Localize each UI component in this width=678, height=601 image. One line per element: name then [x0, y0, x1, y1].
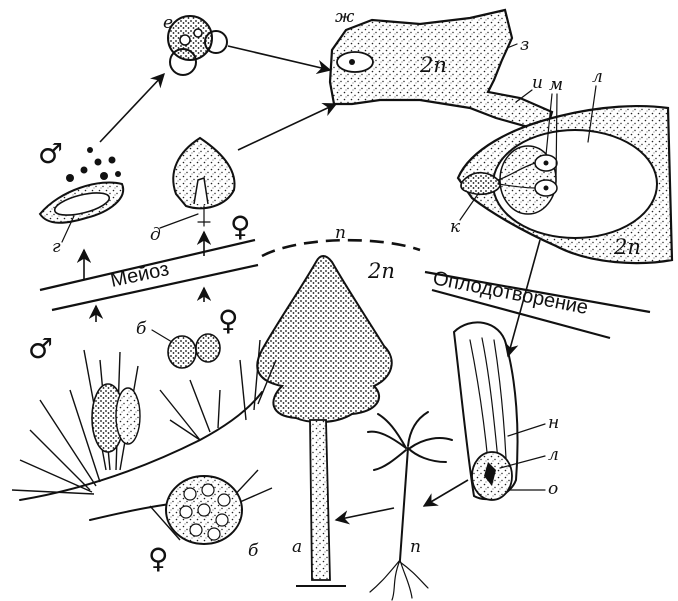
ploidy-label-boundary: n [335, 223, 346, 243]
ploidy-label-ovule: 2n [613, 235, 641, 259]
female-symbol-branch: ♀ [218, 304, 239, 337]
label-z: з [520, 35, 529, 55]
pine-branch-figure [12, 334, 276, 544]
label-i: и [532, 73, 543, 93]
label-n-seedling: n [410, 537, 421, 557]
label-n-seed: н [548, 413, 559, 433]
label-b-bottom: б [248, 541, 259, 561]
label-g: г [52, 237, 61, 257]
label-zh: ж [335, 7, 355, 27]
meiosis-band: Мейоз [40, 240, 258, 310]
seedling-figure [368, 412, 452, 600]
pollen-grain-figure [168, 16, 227, 75]
label-k: к [450, 217, 461, 237]
label-l-seed: л [548, 445, 559, 465]
label-o-seed: о [548, 479, 558, 499]
label-a: а [292, 537, 302, 557]
label-d: д [150, 225, 161, 245]
label-b-top: б [136, 319, 147, 339]
ploidy-label-tree: 2n [367, 259, 395, 283]
label-m: м [549, 75, 563, 95]
female-symbol-bottom: ♀ [148, 542, 169, 575]
pine-tree-figure [257, 256, 392, 586]
male-symbol-branch: ♂ [28, 332, 53, 365]
male-symbol-top: ♂ [38, 137, 63, 170]
label-e: е [163, 13, 173, 33]
label-l-ovule: л [592, 67, 603, 87]
female-symbol-top: ♀ [230, 210, 251, 243]
ovuliferous-scale-figure [173, 138, 234, 226]
winged-seed-figure [454, 322, 518, 500]
ploidy-label-gametophyte: 2n [419, 53, 447, 77]
